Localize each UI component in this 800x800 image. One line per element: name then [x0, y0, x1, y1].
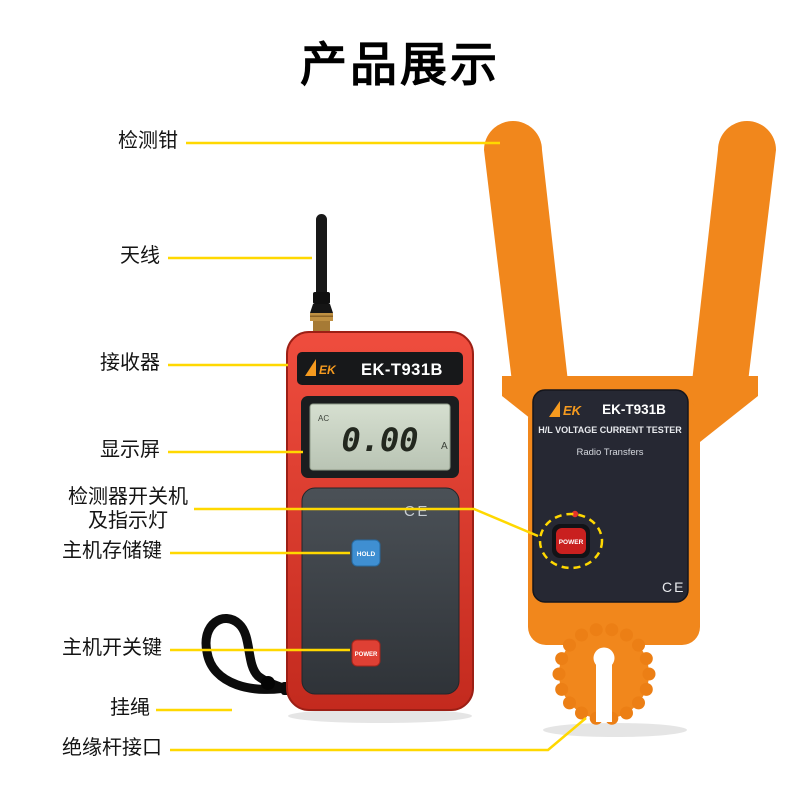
receiver-brand-band: EK EK-T931B: [297, 352, 463, 385]
lcd-unit-text: A: [441, 441, 448, 452]
receiver-power-button: POWER: [351, 639, 381, 667]
receiver-model-text: EK-T931B: [361, 361, 443, 379]
clamp-model-text: EK-T931B: [602, 402, 666, 417]
clamp-brand-text: EK: [563, 403, 583, 418]
clamp-shadow: [543, 723, 687, 737]
clamp-title-text: H/L VOLTAGE CURRENT TESTER: [538, 425, 682, 435]
clamp-device: EK EK-T931B H/L VOLTAGE CURRENT TESTER R…: [484, 121, 776, 737]
clamp-power-label: POWER: [559, 539, 584, 546]
receiver-device: EK EK-T931B AC 0.00 A CE HOLD: [201, 214, 474, 723]
callout-label-host-power-key: 主机开关键: [62, 637, 162, 659]
clamp-gear: [552, 623, 656, 725]
hold-button: HOLD: [351, 539, 381, 567]
callout-label-lanyard: 挂绳: [110, 697, 150, 719]
power-highlight-ellipse: [538, 512, 604, 570]
callout-label-antenna: 天线: [120, 245, 160, 267]
callout-label-detector-switch: 检测器开关机 及指示灯: [68, 486, 188, 533]
callout-label-clamp: 检测钳: [118, 130, 178, 152]
hold-button-label: HOLD: [357, 551, 376, 558]
callout-label-storage-key: 主机存储键: [62, 540, 162, 562]
receiver-ce-mark: CE: [404, 503, 430, 520]
detector-switch-line1: 检测器开关机: [68, 486, 188, 508]
lcd-display: AC 0.00 A: [301, 396, 459, 478]
callout-line-rod-port: [170, 717, 587, 752]
brand-logo-chevron-icon: [305, 359, 316, 376]
rod-slot: [593, 647, 615, 722]
callout-label-receiver: 接收器: [100, 352, 160, 374]
receiver-shadow: [288, 709, 472, 723]
clamp-label-panel: EK EK-T931B H/L VOLTAGE CURRENT TESTER R…: [532, 389, 689, 603]
lcd-value-text: 0.00: [341, 421, 418, 459]
callout-label-rod-port: 绝缘杆接口: [62, 737, 162, 759]
detector-switch-line2: 及指示灯: [88, 509, 168, 532]
antenna: [310, 214, 333, 333]
indicator-led: [571, 510, 579, 518]
clamp-power-button: POWER: [552, 524, 590, 558]
receiver-power-label: POWER: [355, 652, 378, 658]
clamp-ce-mark: CE: [662, 579, 685, 595]
fork-left-arm: [484, 121, 568, 382]
page-title: 产品展示: [300, 38, 500, 91]
lanyard-strap: [201, 614, 302, 698]
receiver-keypad-panel: CE HOLD POWER: [301, 487, 460, 695]
gear-teeth: [552, 623, 656, 725]
receiver-brand-text: EK: [319, 363, 337, 377]
brand-logo-chevron-icon: [549, 401, 560, 417]
callout-lines: [156, 141, 587, 752]
fork-right-arm: [692, 121, 776, 382]
lcd-mode-text: AC: [318, 414, 329, 423]
callout-label-display: 显示屏: [100, 439, 160, 461]
callout-line-detector-switch: [194, 507, 539, 538]
clamp-subtitle-text: Radio Transfers: [576, 447, 643, 458]
